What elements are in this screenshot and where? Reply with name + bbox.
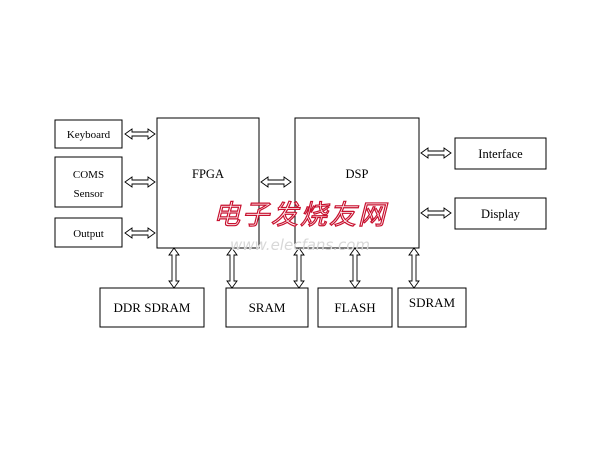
output-block: Output: [54, 217, 123, 248]
display-block: Display: [454, 197, 547, 230]
fpga-sram-arrow: [226, 247, 238, 289]
flash-block: FLASH: [317, 287, 393, 328]
coms-sensor-block: COMS Sensor: [54, 156, 123, 208]
interface-label: Interface: [478, 147, 523, 161]
keyboard-block: Keyboard: [54, 119, 123, 149]
fpga-ddr-sdram-arrow: [168, 247, 180, 289]
output-label: Output: [73, 228, 104, 240]
keyboard-fpga-arrow: [124, 128, 156, 140]
watermark-cn-text: 电子发烧友网: [213, 200, 388, 231]
dsp-label: DSP: [346, 167, 369, 181]
watermark: 电子发烧友网 www.elecfans.com: [212, 199, 388, 254]
dsp-sdram-arrow: [408, 247, 420, 289]
ddr-sdram-block: DDR SDRAM: [99, 287, 205, 328]
fpga-label: FPGA: [192, 167, 224, 181]
watermark-url-text: www.elecfans.com: [230, 236, 370, 254]
coms-sensor-label-line2: Sensor: [74, 188, 104, 200]
flash-label: FLASH: [334, 300, 375, 315]
dsp-flash-arrow: [349, 247, 361, 289]
sdram-label: SDRAM: [409, 295, 456, 310]
sdram-block: SDRAM: [397, 287, 467, 328]
sram-block: SRAM: [225, 287, 309, 328]
dsp-sram-arrow: [293, 247, 305, 289]
keyboard-label: Keyboard: [67, 129, 111, 141]
dsp-interface-arrow: [420, 147, 452, 159]
sensor-fpga-arrow: [124, 176, 156, 188]
dsp-display-arrow: [420, 207, 452, 219]
sram-label: SRAM: [249, 300, 286, 315]
ddr-sdram-label: DDR SDRAM: [114, 300, 191, 315]
fpga-dsp-arrow: [260, 176, 292, 188]
dsp-block: DSP: [294, 117, 420, 249]
interface-block: Interface: [454, 137, 547, 170]
output-fpga-arrow: [124, 227, 156, 239]
fpga-block: FPGA: [156, 117, 260, 249]
coms-sensor-label-line1: COMS: [73, 169, 104, 181]
display-label: Display: [481, 207, 521, 221]
